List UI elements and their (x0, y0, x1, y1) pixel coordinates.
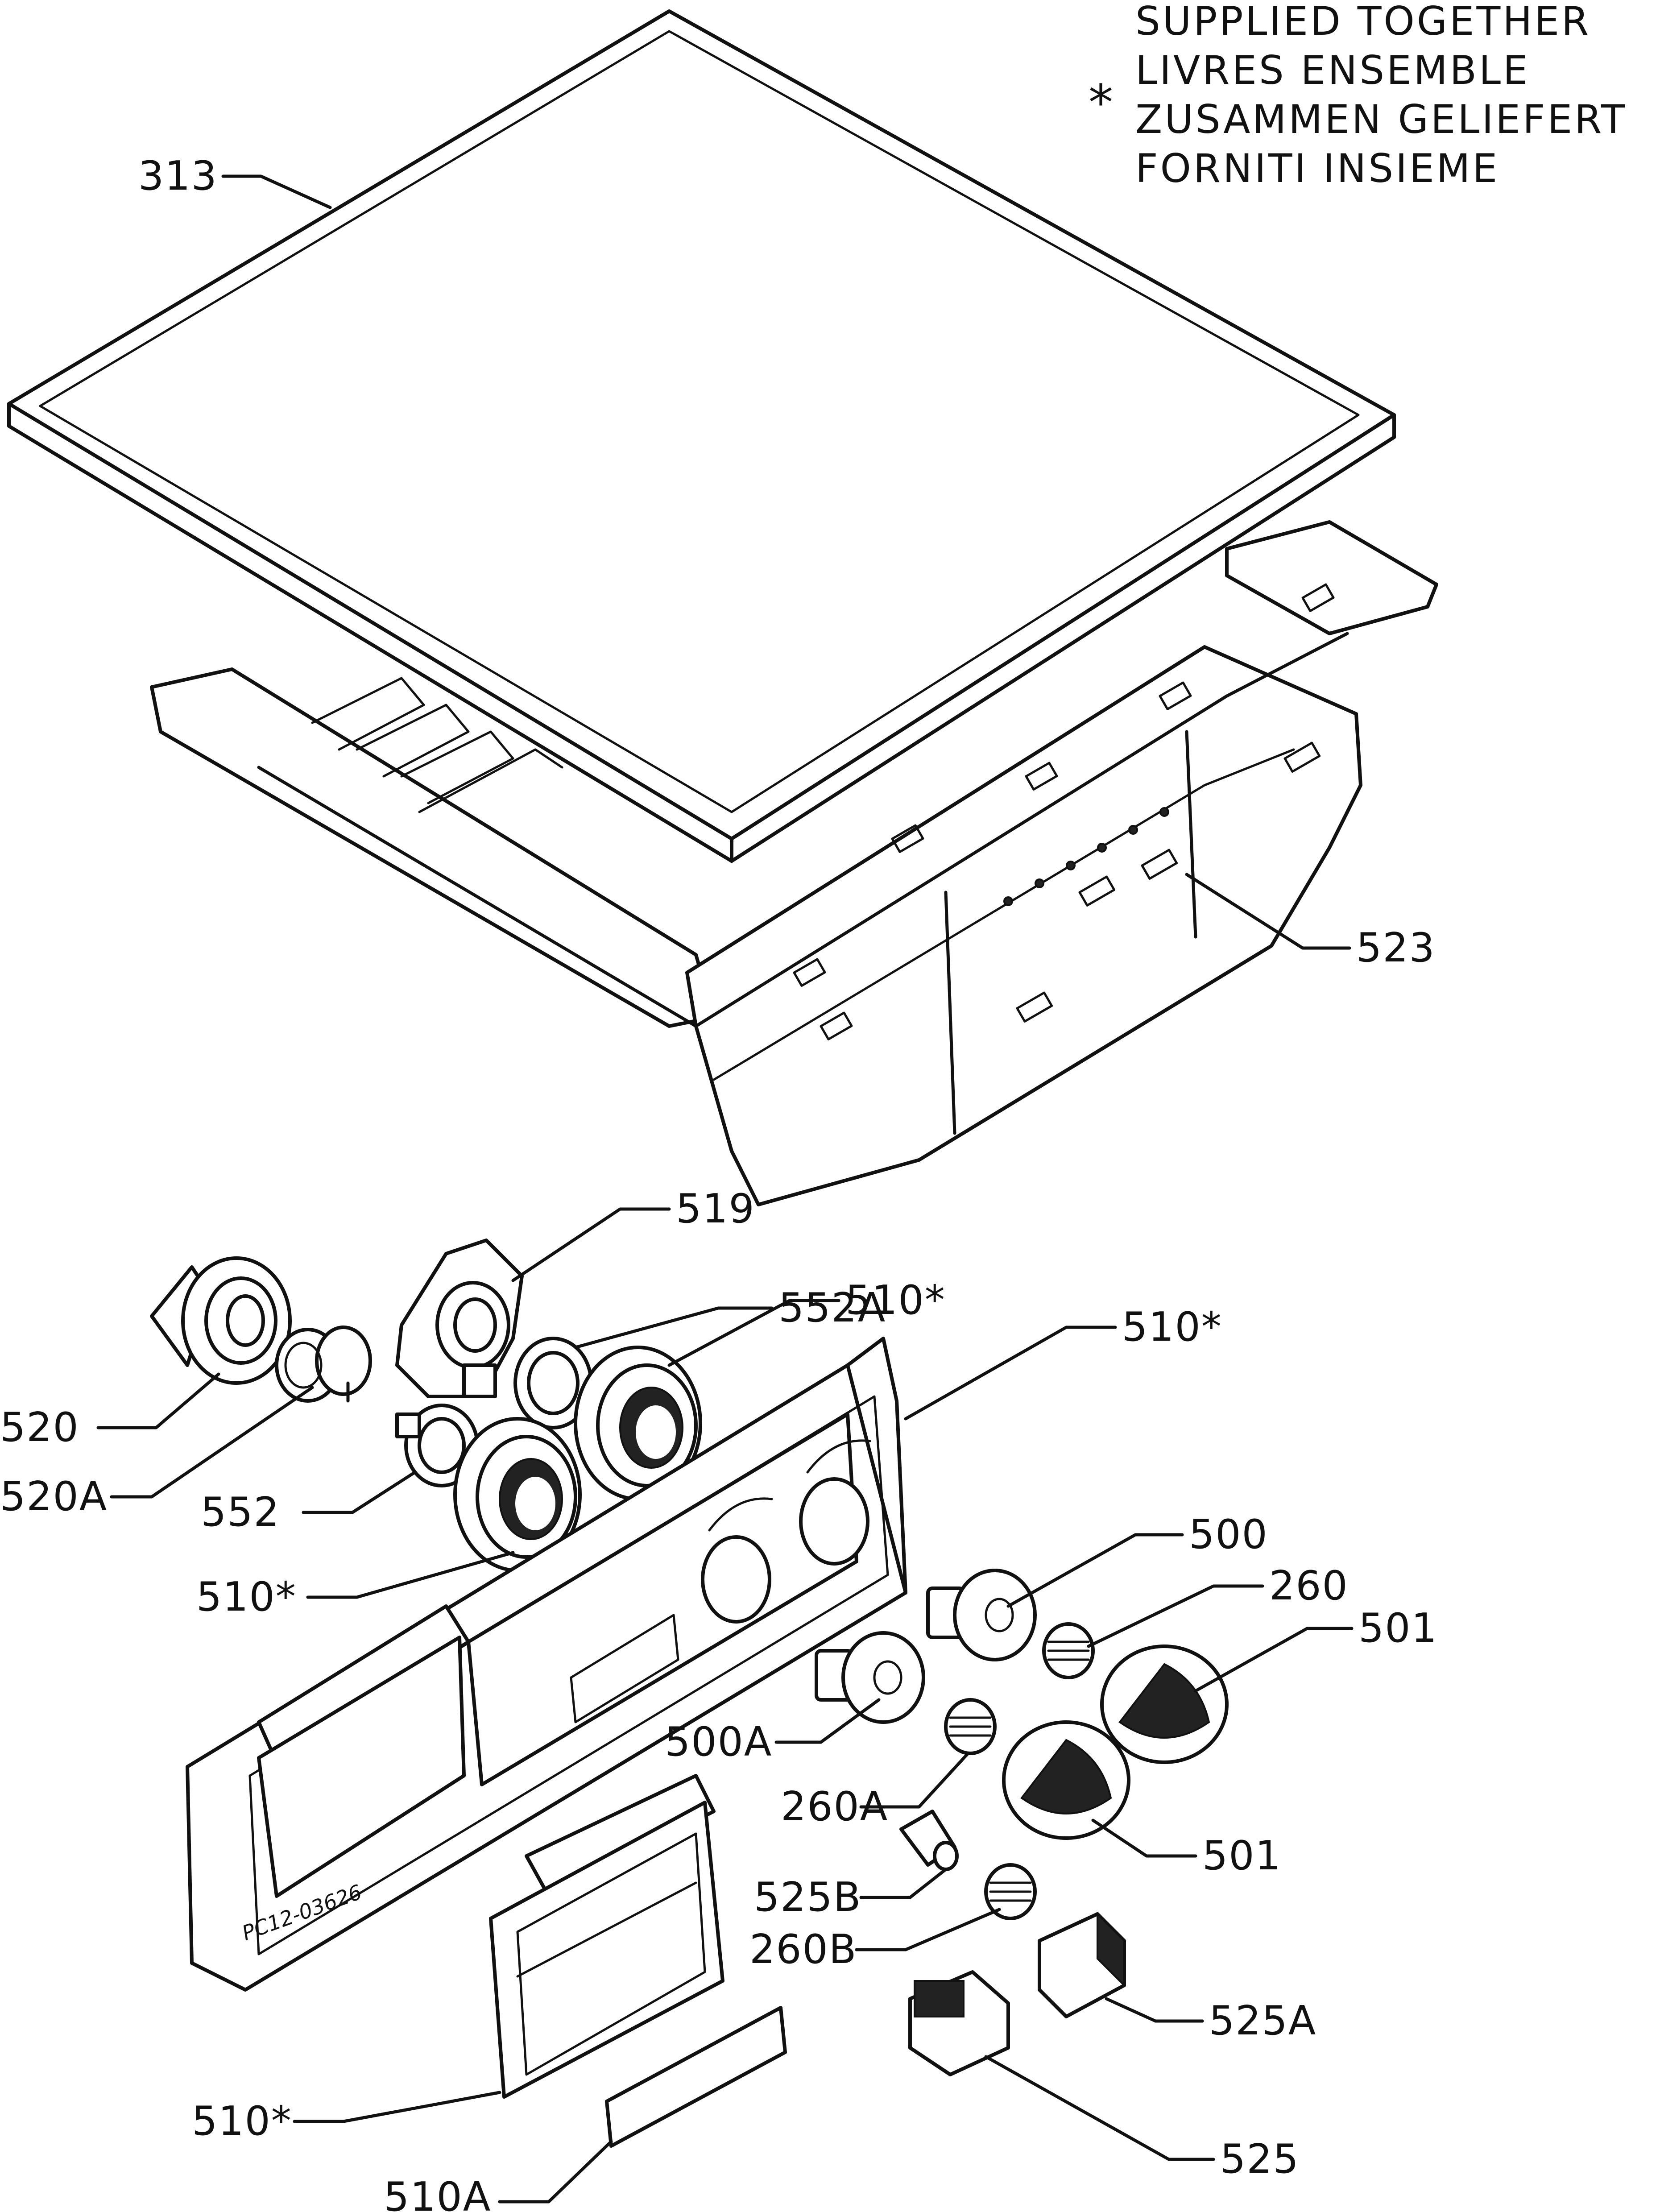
drawer-front-510 (489, 1774, 724, 2099)
label-501-top: 501 (1358, 1605, 1438, 1652)
spring-260 (1042, 1622, 1095, 1679)
label-520: 520 (0, 1404, 79, 1451)
knob-510-left (453, 1417, 582, 1572)
label-500: 500 (1189, 1511, 1268, 1558)
label-552: 552 (201, 1489, 280, 1536)
pin-525B (899, 1810, 959, 1871)
control-frame-523 (150, 520, 1438, 1206)
button-525 (908, 1970, 1010, 2076)
knob-501-top (1100, 1645, 1229, 1764)
label-525B: 525B (754, 1874, 862, 1921)
legend-line-1: SUPPLIED TOGETHER (1135, 0, 1591, 44)
label-260A: 260A (781, 1783, 888, 1830)
cam-500 (926, 1569, 1037, 1661)
label-501-bottom: 501 (1202, 1832, 1282, 1879)
legend-line-2: LIVRES ENSEMBLE (1135, 47, 1530, 93)
bracket-520 (150, 1256, 292, 1385)
frame-slots (793, 583, 1335, 1040)
spring-260B (984, 1863, 1037, 1920)
label-260: 260 (1269, 1562, 1349, 1609)
knob-510-right (574, 1346, 702, 1501)
legend-line-3: ZUSAMMEN GELIEFERT (1135, 96, 1627, 142)
label-552A: 552A (778, 1284, 886, 1331)
cam-500A (815, 1631, 925, 1724)
gear-520A (275, 1326, 372, 1403)
legend-star: * (1089, 74, 1115, 131)
label-525A: 525A (1209, 1997, 1316, 2044)
label-260B: 260B (749, 1926, 857, 1973)
label-strip-510A (605, 2006, 787, 2148)
ring-552A (513, 1337, 593, 1429)
label-510-knob-top: 510* (845, 1277, 946, 1324)
label-510-drawer: 510* (192, 2098, 292, 2145)
label-313: 313 (138, 153, 218, 199)
label-510A: 510A (384, 2174, 491, 2212)
spring-260A (944, 1698, 997, 1755)
label-523: 523 (1356, 924, 1436, 971)
button-cap-525A (1038, 1912, 1126, 2018)
selector-519 (395, 1239, 524, 1398)
legend: SUPPLIED TOGETHER LIVRES ENSEMBLE * ZUSA… (1089, 0, 1627, 191)
label-500A: 500A (665, 1719, 772, 1765)
label-519: 519 (676, 1185, 755, 1232)
top-lid-313 (7, 9, 1396, 863)
knob-501-bottom (1002, 1720, 1130, 1840)
label-510-panel: 510* (1122, 1304, 1222, 1350)
label-510-knob-left: 510* (196, 1574, 297, 1620)
legend-line-4: FORNITI INSIEME (1135, 145, 1499, 191)
leader-lines (96, 174, 1354, 2204)
label-525: 525 (1220, 2136, 1300, 2183)
part-labels: 313 523 519 552A 510* 510* 520 520A 552 … (0, 153, 1438, 2212)
label-520A: 520A (0, 1473, 108, 1520)
